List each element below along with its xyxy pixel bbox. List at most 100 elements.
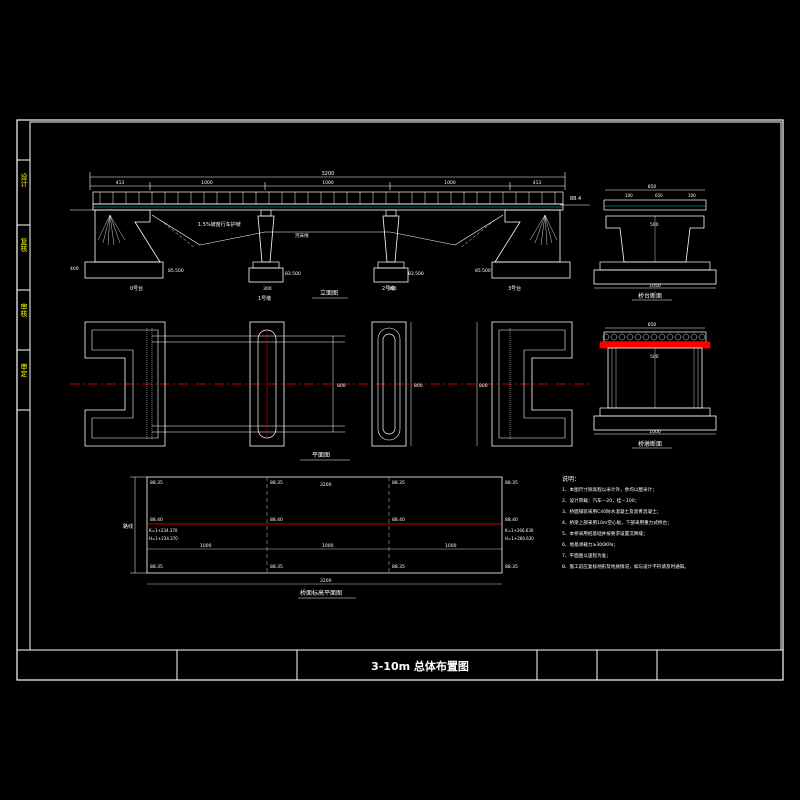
foundation-total-bottom: 3200 xyxy=(320,578,332,584)
sheet-title: 3-10m 总体布置图 xyxy=(371,659,469,673)
slab-void xyxy=(650,333,658,341)
pier-2 xyxy=(382,215,400,263)
pier-cap-beam xyxy=(599,341,711,349)
found-span-1: 1000 xyxy=(200,543,212,549)
slab-void xyxy=(618,333,626,341)
side-label-2: 复核 xyxy=(20,237,28,253)
pier-label-3: 3号台 xyxy=(508,285,521,292)
abut-top-dim-2: 100 xyxy=(625,193,633,198)
foundation-total-top: 3200 xyxy=(320,482,332,488)
found-mid-3: 88.40 xyxy=(392,517,405,523)
abut-bottom-dim: 1050 xyxy=(649,283,661,289)
found-top-3: 88.35 xyxy=(392,480,405,486)
slab-void xyxy=(610,333,618,341)
right-elev-mark: 88.4 xyxy=(570,196,581,202)
note-4: 4、桥梁上部采用10m空心板，下部采用重力式桥台； xyxy=(562,519,672,526)
elevation-view: 3200 413 1000 1000 1000 413 xyxy=(70,171,590,302)
found-bot-4: 88.35 xyxy=(505,564,518,570)
note-2: 2、设计荷载：汽车－20，挂－100； xyxy=(562,497,639,504)
elev-total: 3200 xyxy=(322,171,335,177)
slab-void xyxy=(690,333,698,341)
plan-view: 800 800 800 平面图 xyxy=(70,321,590,461)
elev-span-1: 413 xyxy=(116,180,125,186)
foundation-caption: 桥面标高平面图 xyxy=(300,589,342,597)
plan-abutment-left xyxy=(84,321,166,447)
found-bot-3: 88.35 xyxy=(392,564,405,570)
inner-frame xyxy=(29,121,782,651)
note-8: 8、施工前应复核地形及地质情况，如与设计不符请及时通知。 xyxy=(562,563,689,570)
found-top-4: 88.35 xyxy=(505,480,518,486)
found-right-note-1: K=1+266.630 xyxy=(505,528,534,533)
slab-void xyxy=(602,333,610,341)
found-left-note-1: K=1+234.370 xyxy=(149,528,178,533)
note-7: 7、平面图以里程为准； xyxy=(562,552,611,559)
abutment-section: 850 100 650 100 500 1050 桥台断面 xyxy=(593,184,717,301)
pier-bottom-dim: 1000 xyxy=(649,429,661,435)
elev-mark-2: 83.500 xyxy=(408,271,424,277)
found-right-note-2: H=1+266.630 xyxy=(505,536,534,541)
plan-caption: 平面图 xyxy=(312,452,330,459)
foundation-outline xyxy=(146,476,503,574)
plan-pier-1 xyxy=(249,321,285,447)
side-label-4: 审定 xyxy=(20,362,28,378)
slope-note: 1.5%坡度行车护坡 xyxy=(198,221,241,228)
pier-label-0: 0号台 xyxy=(130,285,143,292)
found-bot-2: 88.35 xyxy=(270,564,283,570)
abut-top-dim-3: 650 xyxy=(655,193,663,198)
elev-span-2: 1000 xyxy=(201,180,213,186)
elev-span-4: 1000 xyxy=(444,180,456,186)
pier-mid-dim: 500 xyxy=(650,354,659,360)
found-mid-1: 88.40 xyxy=(150,517,163,523)
slab-void xyxy=(626,333,634,341)
notes-block: 说明： 1、本图尺寸除高程以米计外，余均以厘米计； 2、设计荷载：汽车－20，挂… xyxy=(562,475,689,570)
abut-top-dim: 850 xyxy=(648,184,657,190)
found-mid-4: 88.40 xyxy=(505,517,518,523)
elev-span-5: 413 xyxy=(533,180,542,186)
slab-void xyxy=(698,333,706,341)
bed-note: 河床线 xyxy=(295,232,309,239)
abut-top-dim-4: 100 xyxy=(688,193,696,198)
foundation-side-label: 路线 xyxy=(123,523,133,530)
found-top-2: 88.35 xyxy=(270,480,283,486)
found-bot-1: 88.35 xyxy=(150,564,163,570)
title-block: 3-10m 总体布置图 xyxy=(17,649,783,680)
slab-void xyxy=(682,333,690,341)
elev-span-3: 1000 xyxy=(322,180,334,186)
elev-mark-1: 83.500 xyxy=(285,271,301,277)
abut-mid-dim: 500 xyxy=(650,222,659,228)
found-top-1: 88.35 xyxy=(150,480,163,486)
plan-pier-2 xyxy=(371,321,407,447)
note-3: 3、桥面铺装采用C40防水混凝土及沥青混凝土； xyxy=(562,508,661,515)
note-5: 5、本桥采用桩基础并按要求设置沉降缝； xyxy=(562,530,648,537)
pier-section: 850 500 1000 桥墩断面 xyxy=(593,322,717,449)
pier-caption: 桥墩断面 xyxy=(638,440,662,448)
pier-1 xyxy=(257,215,275,263)
railing xyxy=(92,191,564,205)
elev-dim-b: 300 xyxy=(263,286,272,292)
found-mid-2: 88.40 xyxy=(270,517,283,523)
notes-heading: 说明： xyxy=(562,475,580,483)
found-left-note-2: H=1+234.370 xyxy=(149,536,178,541)
elev-mark-0: 85.500 xyxy=(168,268,184,274)
pier-label-2: 2号墩 xyxy=(382,285,395,292)
plan-width-2: 800 xyxy=(414,383,423,389)
elev-mark-3: 85.500 xyxy=(475,268,491,274)
slab-void xyxy=(674,333,682,341)
pier-top-dim: 850 xyxy=(648,322,657,328)
elevation-caption: 立面图 xyxy=(320,289,338,297)
note-6: 6、地基承载力≥300KPa； xyxy=(562,541,618,548)
foundation-plan: 路线 3200 3200 1000 1000 1000 88.35 88.35 … xyxy=(123,476,534,599)
plan-abutment-right xyxy=(491,321,573,447)
slab-void xyxy=(634,333,642,341)
elev-dim-c: 300 xyxy=(388,286,397,292)
slab-void xyxy=(642,333,650,341)
plan-width-3: 800 xyxy=(479,383,488,389)
note-1: 1、本图尺寸除高程以米计外，余均以厘米计； xyxy=(562,486,657,493)
pier-label-1: 1号墩 xyxy=(258,295,271,302)
found-span-3: 1000 xyxy=(445,543,457,549)
found-span-2: 1000 xyxy=(322,543,334,549)
side-label-3: 审核 xyxy=(20,302,28,318)
plan-width-1: 800 xyxy=(337,383,346,389)
abutment-caption: 桥台断面 xyxy=(638,292,662,300)
